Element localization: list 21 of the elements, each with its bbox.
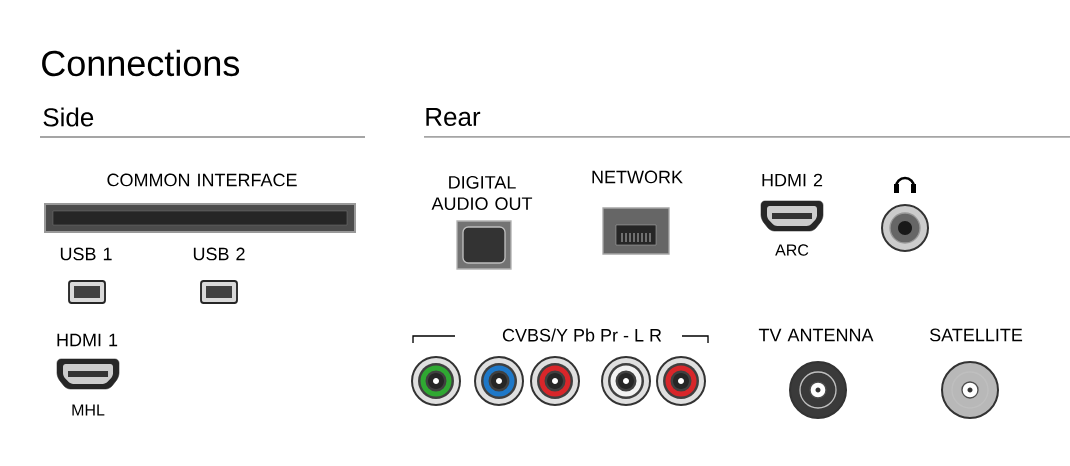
rca-jack [474, 356, 524, 406]
port-sublabel: MHL [72, 404, 105, 416]
port-label: COMMON INTERFACE [107, 173, 297, 187]
group-label: CVBS/Y Pb Pr - L R [502, 328, 662, 342]
port-label: HDMI 2 [762, 173, 823, 187]
port-label: USB 1 [60, 247, 112, 261]
port-label: NETWORK [592, 170, 683, 184]
section-heading: Rear [426, 107, 481, 127]
rca-jack [656, 356, 706, 406]
rca-jack [411, 356, 461, 406]
section-heading: Side [43, 107, 94, 127]
rca-jack [601, 356, 651, 406]
port-label: TV ANTENNA [758, 328, 874, 342]
port-sublabel: ARC [775, 244, 809, 256]
rca-jack [530, 356, 580, 406]
port-label: SATELLITE [929, 328, 1023, 342]
port-label: USB 2 [193, 247, 245, 261]
headphone-jack [881, 204, 929, 252]
title: Connections [42, 49, 240, 77]
port-label: DIGITAL AUDIO OUT [431, 175, 533, 210]
port-label: HDMI 1 [57, 333, 118, 347]
